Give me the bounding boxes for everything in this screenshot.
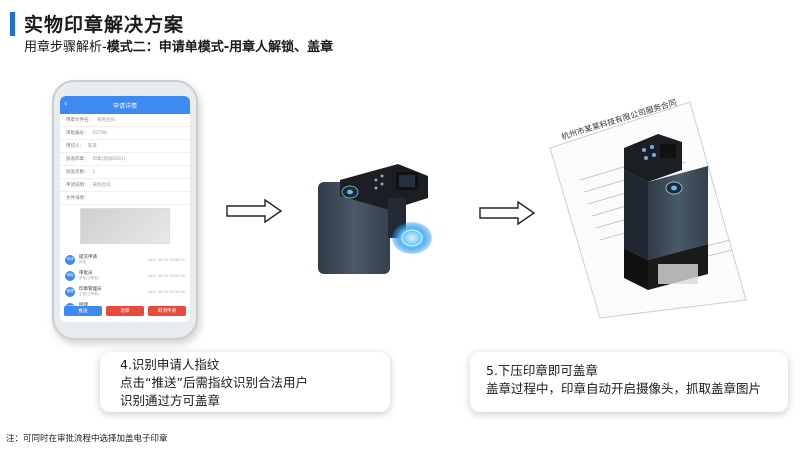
form-row: 审批编号：00798 <box>60 127 190 140</box>
step4-line3: 识别通过方可盖章 <box>120 393 221 408</box>
title-accent-bar <box>10 12 15 36</box>
cancel-application-button[interactable]: 取消申请 <box>148 306 186 316</box>
page-subtitle: 用章步骤解析-模式二：申请单模式-用章人解锁、盖章 <box>24 36 333 55</box>
seal-device-fingerprint <box>318 164 432 274</box>
flow-text: 审批员李某(已审批) <box>79 270 148 281</box>
form-row: 申请说明：采购合同 <box>60 179 190 192</box>
form-label: 用印人： <box>66 144 84 149</box>
subtitle-plain: 用章步骤解析- <box>24 40 107 55</box>
flow-time: 2021-06-02 09:09:16 <box>147 273 185 278</box>
seal-device-stamping <box>624 134 708 290</box>
return-button[interactable]: 退章 <box>106 306 144 316</box>
flow-name: 提交申请 <box>79 255 97 260</box>
form-row: 用章文件名： 采购合同 <box>60 114 190 127</box>
fingerprint-icon <box>392 222 432 254</box>
form-label: 文件详情： <box>66 196 89 201</box>
flow-item: 管理印章管理员王某(已审批)2021-06-02 09:10:18 <box>65 286 185 297</box>
form-value: 采购合同 <box>92 183 111 188</box>
step5-line1: 5.下压印章即可盖章 <box>486 363 598 378</box>
footnote: 注：可同时在审批流程中选择加盖电子印章 <box>6 434 168 444</box>
avatar: 管理 <box>65 286 75 297</box>
form-row: 加盖印章：印章(测试0001) <box>60 153 190 166</box>
form-label: 加盖印章： <box>66 157 89 162</box>
avatar: 审批 <box>65 270 75 281</box>
flow-text: 印章管理员王某(已审批) <box>79 286 148 297</box>
right-arrow-icon <box>479 200 536 226</box>
document-thumbnail[interactable] <box>80 208 170 244</box>
flow-sub: 王某(已审批) <box>79 292 100 296</box>
flow-time: 2021-06-02 09:08:12 <box>147 257 185 262</box>
flow-name: 审批员 <box>79 271 93 276</box>
form-value: 采购合同 <box>97 118 115 123</box>
right-arrow-icon <box>226 198 283 224</box>
back-arrow-icon[interactable]: ‹ <box>64 99 68 108</box>
avatar: 申请 <box>65 254 75 265</box>
form-row: 加盖次数：1 <box>60 166 190 179</box>
step4-caption: 4.识别申请人指纹 点击“推送”后需指纹识别合法用户 识别通过方可盖章 <box>100 352 390 412</box>
stamping-illustration: 杭州市某某科技有限公司服务合同 <box>540 98 750 320</box>
flow-time: 2021-06-02 09:10:18 <box>147 289 185 294</box>
form-label: 申请说明： <box>66 183 89 188</box>
app-title: 申请详情 <box>112 102 137 110</box>
flow-item: 审批审批员李某(已审批)2021-06-02 09:09:16 <box>65 270 185 281</box>
form-value: 陈某 <box>88 144 97 149</box>
step5-line2: 盖章过程中，印章自动开启摄像头，抓取盖章图片 <box>486 381 762 396</box>
form-value: 1 <box>92 170 96 175</box>
flow-name: 经理 <box>79 302 185 308</box>
page-title: 实物印章解决方案 <box>24 14 185 36</box>
form-label: 用章文件名： <box>66 118 93 123</box>
push-button[interactable]: 推送 <box>64 306 102 316</box>
form-row: 用印人： 陈某 <box>60 140 190 153</box>
step4-line2: 点击“推送”后需指纹识别合法用户 <box>120 375 308 390</box>
subtitle-bold: 模式二：申请单模式-用章人解锁、盖章 <box>106 40 334 55</box>
app-bar: ‹ 申请详情 <box>60 96 190 114</box>
form-label: 加盖次数： <box>66 170 89 175</box>
step4-line1: 4.识别申请人指纹 <box>120 357 220 372</box>
flow-text: 提交申请陈某 <box>79 254 148 265</box>
form-row: 文件详情： <box>60 192 190 205</box>
form-value: 印章(测试0001) <box>92 157 126 162</box>
step5-caption: 5.下压印章即可盖章 盖章过程中，印章自动开启摄像头，抓取盖章图片 <box>470 352 788 412</box>
flow-sub: 陈某 <box>79 260 86 264</box>
form-label: 审批编号： <box>66 131 89 136</box>
form-value: 00798 <box>92 131 107 136</box>
flow-name: 印章管理员 <box>79 287 102 292</box>
action-buttons: 推送 退章 取消申请 <box>64 306 186 316</box>
flow-sub: 李某(已审批) <box>79 276 100 280</box>
